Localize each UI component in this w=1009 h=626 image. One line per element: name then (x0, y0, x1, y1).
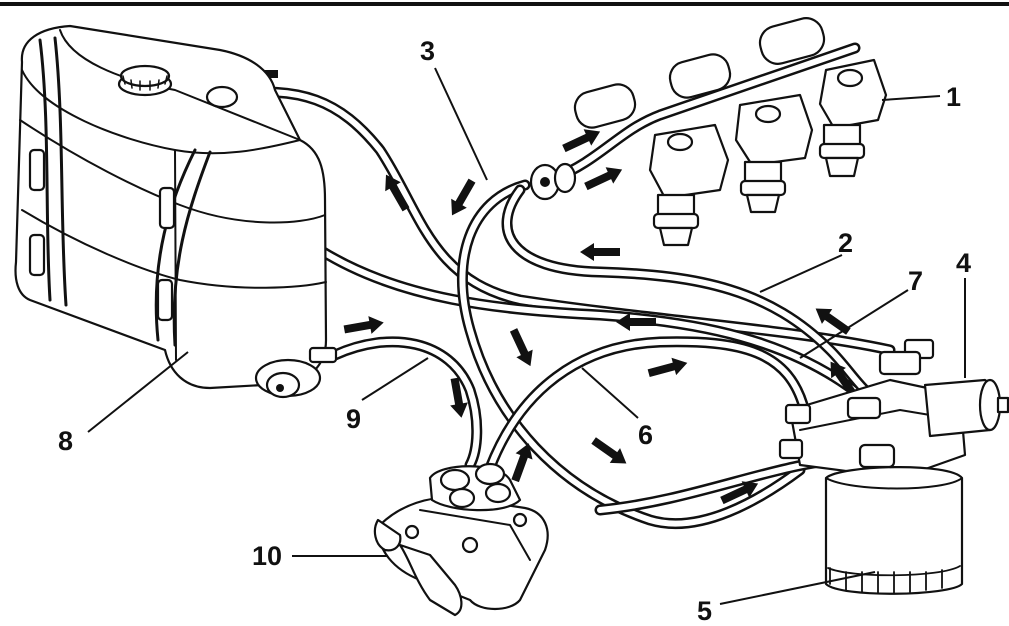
leader-2 (759, 254, 843, 293)
banjo-union (529, 162, 577, 201)
callout-4: 4 (956, 248, 971, 278)
injectors (529, 17, 888, 247)
tank-filler-cap (117, 64, 173, 97)
flow-arrow (647, 357, 688, 378)
leader-6 (581, 367, 639, 419)
fuel-filter (824, 466, 964, 595)
flow-arrow (451, 178, 476, 216)
callout-5: 5 (697, 596, 712, 626)
leader-3 (434, 67, 488, 181)
leader-7 (799, 289, 909, 359)
callout-7: 7 (908, 266, 923, 296)
flow-arrow (385, 174, 410, 212)
callout-3: 3 (420, 36, 435, 66)
tank-outlet-fitting (254, 346, 338, 399)
flow-arrows (238, 65, 857, 505)
callout-8: 8 (58, 426, 73, 456)
flow-arrow (720, 481, 759, 505)
flow-arrow (562, 129, 601, 153)
flow-arrow (509, 328, 533, 367)
flow-arrow (343, 316, 384, 334)
flow-arrow (584, 167, 623, 191)
flow-arrow (815, 308, 851, 335)
callout-labels: 1 2 3 4 5 6 7 8 9 10 (58, 36, 971, 626)
injector (668, 53, 814, 214)
callout-6: 6 (638, 420, 653, 450)
lift-pump (373, 462, 549, 617)
callout-1: 1 (946, 82, 961, 112)
fuel-tank (14, 24, 338, 399)
injector (758, 17, 888, 178)
flow-arrow (591, 437, 627, 464)
callout-9: 9 (346, 404, 361, 434)
flow-arrow (450, 377, 468, 418)
injector (573, 83, 730, 247)
flow-arrow (830, 361, 857, 397)
leader-1 (881, 95, 941, 101)
leader-8 (87, 351, 189, 433)
leader-5 (719, 571, 876, 605)
stop-solenoid (923, 378, 1009, 438)
callout-2: 2 (838, 228, 853, 258)
flow-arrow (580, 243, 620, 261)
flow-arrow (616, 313, 656, 331)
leader-lines (87, 67, 966, 605)
callout-10: 10 (252, 541, 282, 571)
flow-arrow (511, 443, 533, 483)
leader-9 (361, 357, 429, 401)
